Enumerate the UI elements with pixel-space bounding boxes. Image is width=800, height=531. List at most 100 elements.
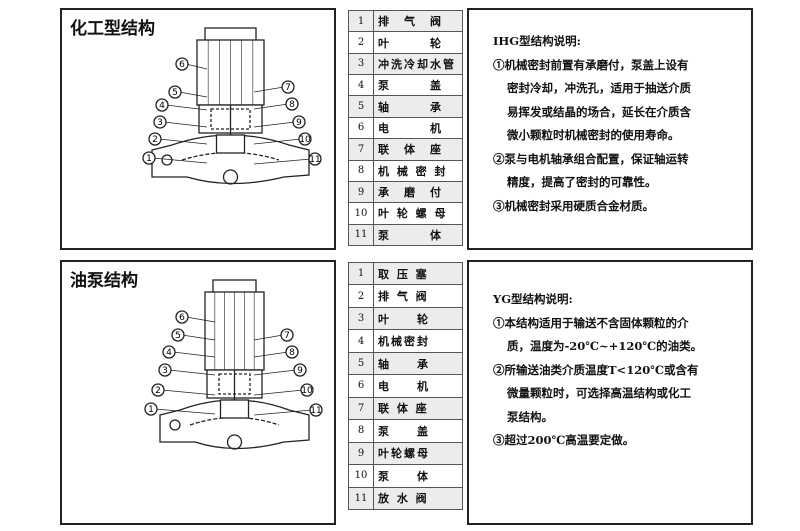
part-number: 8 (348, 159, 374, 182)
callout-number: 11 (310, 406, 321, 416)
part-name: 机械密封 (373, 329, 463, 353)
callout-number: 3 (162, 366, 168, 376)
description-line: 质，温度为-20℃~+120℃的油类。 (507, 339, 703, 353)
callout-marker (280, 328, 294, 342)
part-name: 排 气 阀 (373, 9, 463, 33)
callout-number: 10 (301, 386, 313, 396)
callout-marker (153, 115, 167, 129)
callout-marker (281, 80, 295, 94)
part-name: 取 压 塞 (373, 261, 463, 286)
callout-number: 6 (179, 60, 185, 70)
part-number: 10 (348, 202, 374, 225)
part-name: 叶轮螺母 (373, 441, 463, 466)
callout-number: 11 (309, 155, 320, 165)
part-number: 2 (348, 284, 374, 308)
callout-marker (158, 363, 172, 377)
part-number: 8 (348, 419, 374, 443)
part-name: 承 磨 付 (373, 180, 463, 204)
callout-number: 3 (157, 118, 163, 128)
description-line: ①本结构适用于输送不含固体颗粒的介 (493, 315, 689, 330)
part-number: 3 (348, 306, 374, 331)
part-name: 泵 体 (373, 464, 463, 488)
part-number: 9 (348, 180, 374, 204)
part-name: 泵 盖 (373, 419, 463, 443)
callout-marker (171, 328, 185, 342)
callout-marker (285, 97, 299, 111)
part-name: 联 体 座 (373, 396, 463, 421)
description: IHG型结构说明:①机械密封前置有承磨付，泵盖上设有密封冷却，冲洗孔，适用于抽送… (493, 30, 691, 218)
part-number: 2 (348, 31, 374, 54)
callout-number: 7 (285, 83, 291, 93)
callout-marker (151, 383, 165, 397)
section-title: 化工型结构 (70, 19, 155, 39)
part-name: 泵 体 (373, 223, 463, 247)
description-line: 泵结构。 (507, 409, 553, 424)
part-number: 5 (348, 351, 374, 376)
part-number: 4 (348, 74, 374, 97)
callout-marker (300, 383, 314, 397)
callout-number: 2 (152, 135, 158, 145)
callout-number: 4 (159, 101, 165, 111)
callout-number: 9 (297, 366, 303, 376)
part-name: 泵 盖 (373, 74, 463, 97)
part-name: 轴 承 (373, 351, 463, 376)
description-line: ②泵与电机轴承组合配置，保证轴运转 (493, 151, 689, 166)
callout-number: 5 (172, 88, 178, 98)
callout-marker (292, 115, 306, 129)
part-number: 7 (348, 138, 374, 161)
description-line: ②所输送油类介质温度T<120℃或含有 (493, 362, 699, 377)
callout-marker (175, 310, 189, 324)
part-number: 1 (348, 9, 374, 33)
callout-number: 2 (155, 386, 161, 396)
part-name: 机 械 密 封 (373, 159, 463, 182)
description-line: 易挥发或结晶的场合，延长在介质含 (507, 104, 691, 119)
part-number: 6 (348, 116, 374, 140)
callout-marker (168, 85, 182, 99)
callout-marker (285, 345, 299, 359)
callout-marker (148, 132, 162, 146)
part-name: 叶 轮 (373, 31, 463, 54)
description: YG型结构说明:①本结构适用于输送不含固体颗粒的介质，温度为-20℃~+120℃… (493, 288, 702, 453)
part-name: 排 气 阀 (373, 284, 463, 308)
part-number: 10 (348, 464, 374, 488)
part-number: 4 (348, 329, 374, 353)
description-line: 微量颗粒时，可选择高温结构或化工 (507, 386, 691, 400)
callout-marker (293, 363, 307, 377)
description-line: 精度，提高了密封的可靠性。 (507, 175, 657, 189)
part-number: 1 (348, 261, 374, 286)
callout-marker (309, 403, 323, 417)
callout-number: 9 (296, 118, 302, 128)
part-name: 叶 轮 螺 母 (373, 202, 463, 225)
callout-number: 4 (166, 348, 172, 358)
section-title: 油泵结构 (70, 271, 138, 291)
callout-number: 1 (146, 154, 152, 164)
part-name: 电 机 (373, 374, 463, 398)
callout-marker (308, 152, 322, 166)
part-number: 7 (348, 396, 374, 421)
callout-number: 7 (284, 331, 290, 341)
callout-marker (142, 151, 156, 165)
part-name: 放 水 阀 (373, 486, 463, 511)
description-panel: IHG型结构说明:①机械密封前置有承磨付，泵盖上设有密封冷却，冲洗孔，适用于抽送… (467, 8, 753, 250)
